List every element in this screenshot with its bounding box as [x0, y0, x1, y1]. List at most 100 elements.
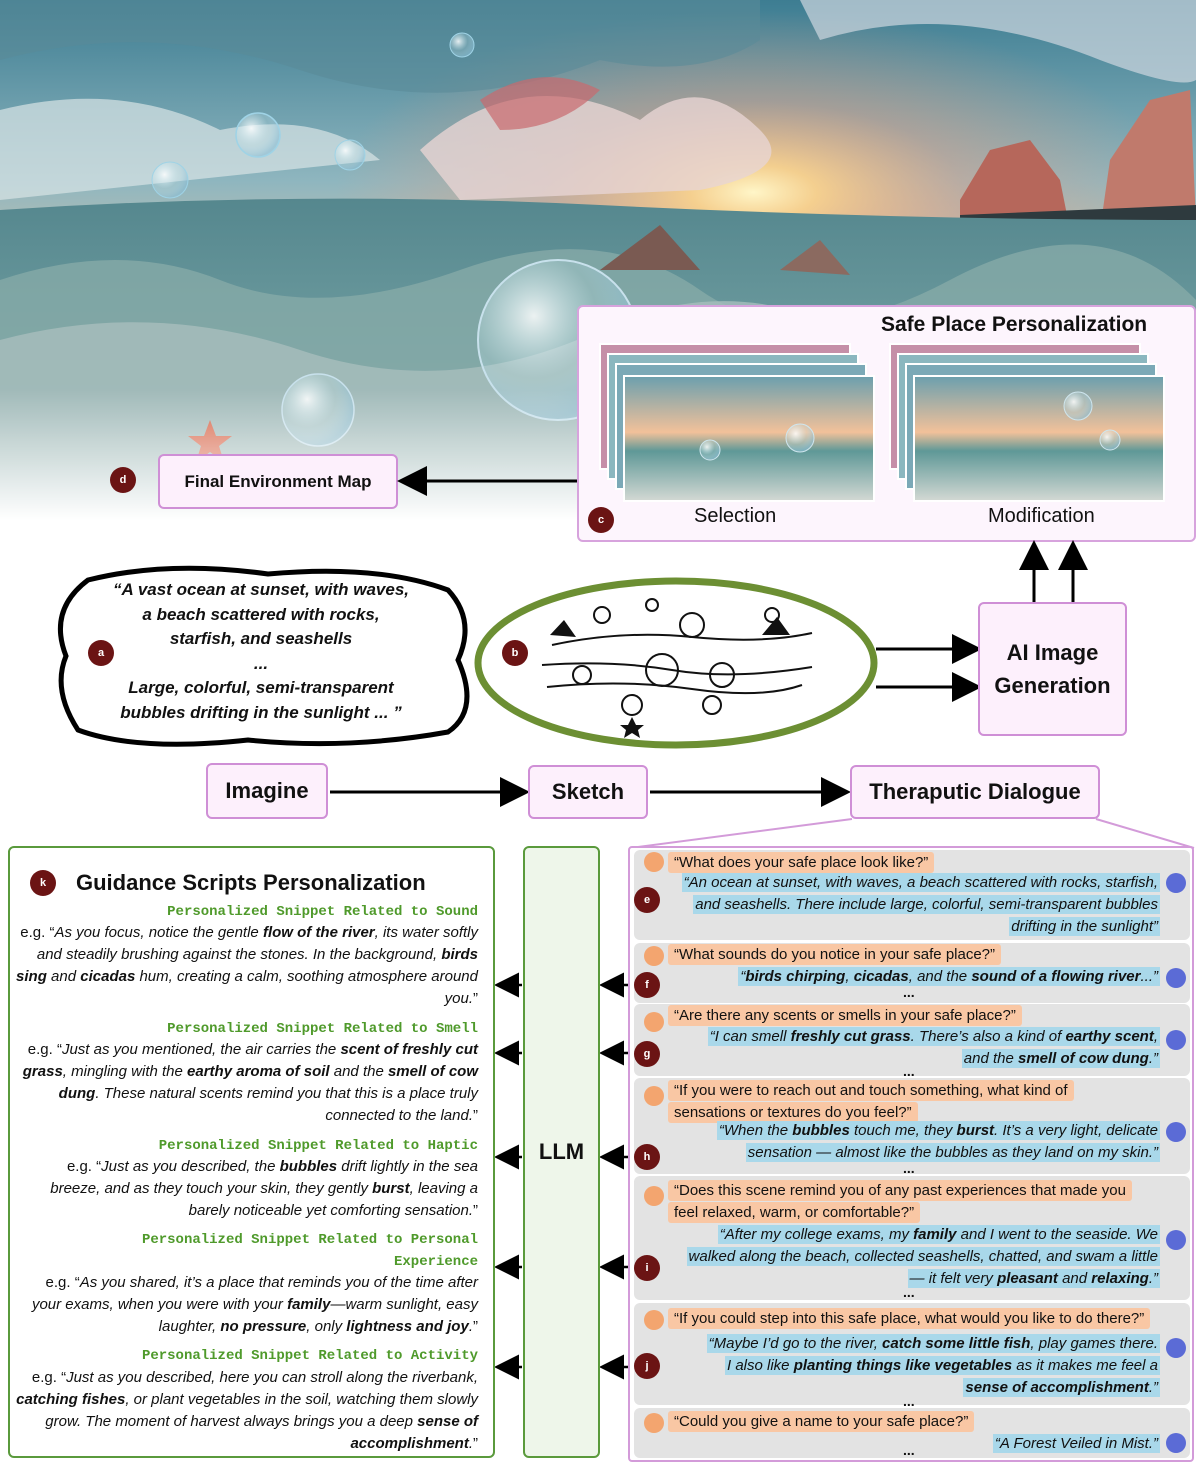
text-run: I also like — [727, 1357, 794, 1374]
ellipsis: ... — [903, 1063, 915, 1079]
text-run: flow of the river — [262, 924, 375, 941]
text-run: “After my college exams, my — [719, 1226, 914, 1243]
llm-box: LLM — [523, 846, 600, 1458]
label-g: g — [634, 1041, 660, 1067]
question-i-line1: “Does this scene remind you of any past … — [668, 1180, 1132, 1201]
snippet-text-haptic: e.g. “Just as you described, the bubbles… — [16, 1156, 478, 1222]
prompt-line: bubbles drifting in the sunlight ... ” — [120, 702, 402, 722]
text-run: .” — [1148, 1050, 1158, 1067]
text-run: Just as you described, the — [101, 1158, 280, 1175]
answer-f: “birds chirping, cicadas, and the sound … — [660, 966, 1160, 988]
label-d: d — [110, 467, 136, 493]
heading-line: Personalized Snippet Related to Personal — [141, 1232, 478, 1248]
text-run: hum, creating a calm, soothing atmospher… — [135, 968, 478, 1007]
answer-g: “I can smell freshly cut grass. There’s … — [660, 1026, 1160, 1070]
selection-label: Selection — [694, 505, 777, 527]
therapeutic-dialogue-step: Theraputic Dialogue — [850, 765, 1100, 819]
text-run: lightness and joy — [346, 1318, 469, 1335]
label-j: j — [634, 1353, 660, 1379]
ellipsis: ... — [903, 1393, 915, 1409]
guidance-scripts-panel — [8, 846, 495, 1458]
text-run: and — [1057, 1270, 1092, 1287]
question-h-line2: sensations or textures do you feel?” — [668, 1102, 918, 1123]
imagine-thought-cloud — [57, 565, 470, 747]
label-k: k — [30, 870, 56, 896]
answer-e: “An ocean at sunset, with waves, a beach… — [640, 872, 1160, 938]
question-e: “What does your safe place look like?” — [668, 852, 935, 873]
snippet-text-smell: e.g. “Just as you mentioned, the air car… — [16, 1039, 478, 1127]
text-run: pleasant — [997, 1270, 1058, 1287]
text-run: and I went to the seaside. We — [956, 1226, 1158, 1243]
text-run: smell of cow dung — [58, 1063, 478, 1102]
snippet-heading-smell: Personalized Snippet Related to Smell — [167, 1021, 478, 1037]
text-run: sense of accomplishment — [350, 1413, 478, 1452]
text-run: and the — [329, 1063, 388, 1080]
text-run: ” — [473, 1435, 478, 1452]
text-run: , — [1153, 1028, 1158, 1045]
text-run: and — [46, 968, 81, 985]
text-run: birds chirping — [745, 968, 846, 985]
text-run: , mingling with the — [62, 1063, 188, 1080]
user-avatar-icon — [1166, 873, 1186, 893]
personalization-title: Safe Place Personalization — [881, 313, 1148, 336]
guidance-title: Guidance Scripts Personalization — [76, 870, 426, 895]
text-run: burst — [372, 1180, 410, 1197]
answer-i: “After my college exams, my family and I… — [640, 1224, 1160, 1290]
text-run: .” — [1148, 1270, 1158, 1287]
answer-line: walked along the beach, collected seashe… — [686, 1247, 1160, 1266]
ellipsis: ... — [903, 984, 915, 1000]
prompt-line: “A vast ocean at sunset, with waves, — [112, 580, 410, 599]
ellipsis: ... — [903, 1284, 915, 1300]
label-e: e — [634, 887, 660, 913]
text-run: no pressure — [220, 1318, 307, 1335]
answer-j: “Maybe I’d go to the river, catch some l… — [660, 1333, 1160, 1399]
question-name: “Could you give a name to your safe plac… — [668, 1411, 975, 1432]
text-run: ” — [473, 1202, 478, 1219]
answer-line: — it felt very pleasant and relaxing.” — [907, 1269, 1160, 1288]
text-run: catch some little fish — [882, 1335, 1031, 1352]
prompt-line: ... — [253, 653, 269, 673]
label-i: i — [634, 1255, 660, 1281]
snippet-text-sound: e.g. “As you focus, notice the gentle fl… — [16, 922, 478, 1010]
text-run: e.g. “ — [20, 924, 55, 941]
text-run: .” — [1148, 1379, 1158, 1396]
answer-line: “A Forest Veiled in Mist.” — [992, 1434, 1160, 1453]
text-run: . — [468, 1435, 473, 1452]
answer-line: sense of accomplishment.” — [963, 1378, 1160, 1397]
text-run: catching fishes — [16, 1391, 126, 1408]
answer-line: and seashells. There include large, colo… — [693, 895, 1160, 914]
label-a: a — [88, 640, 114, 666]
text-run: ...” — [1140, 968, 1159, 985]
text-run: e.g. “ — [66, 1158, 102, 1175]
sketch-step: Sketch — [528, 765, 648, 819]
text-run: ” — [473, 1318, 478, 1335]
prompt-line: a beach scattered with rocks, — [142, 604, 380, 624]
user-avatar-icon — [1166, 968, 1186, 988]
snippet-heading-personal: Personalized Snippet Related to Personal… — [142, 1229, 478, 1273]
therapist-avatar-icon — [644, 1012, 664, 1032]
text-run: —warm sunlight, easy laughter, — [158, 1296, 478, 1335]
answer-line: “birds chirping, cicadas, and the sound … — [738, 967, 1160, 986]
answer-line: drifting in the sunlight” — [1009, 917, 1160, 936]
text-run: “I can smell — [709, 1028, 791, 1045]
question-i-line2: feel relaxed, warm, or comfortable?” — [668, 1202, 921, 1223]
answer-line: “After my college exams, my family and I… — [717, 1225, 1160, 1244]
text-run: cicadas — [80, 968, 136, 985]
text-run: e.g. “ — [31, 1369, 67, 1386]
modification-stack — [889, 343, 1165, 502]
text-run: — it felt very — [909, 1270, 998, 1287]
text-run: , play games there. — [1030, 1335, 1158, 1352]
snippet-text-activity: e.g. “Just as you described, here you ca… — [16, 1367, 478, 1455]
therapist-avatar-icon — [644, 1310, 664, 1330]
text-run: cicadas — [853, 968, 909, 985]
imagine-prompt-text: “A vast ocean at sunset, with waves, a b… — [66, 578, 456, 725]
answer-line: “Maybe I’d go to the river, catch some l… — [706, 1334, 1160, 1353]
answer-line: I also like planting things like vegetab… — [725, 1356, 1160, 1375]
text-run: earthy scent — [1065, 1028, 1154, 1045]
label-h: h — [634, 1144, 660, 1170]
answer-line: “When the bubbles touch me, they burst. … — [716, 1121, 1160, 1140]
text-run: , only — [306, 1318, 347, 1335]
text-run: , and the — [908, 968, 972, 985]
question-j: “If you could step into this safe place,… — [668, 1308, 1151, 1329]
prompt-line: starfish, and seashells — [169, 629, 353, 648]
